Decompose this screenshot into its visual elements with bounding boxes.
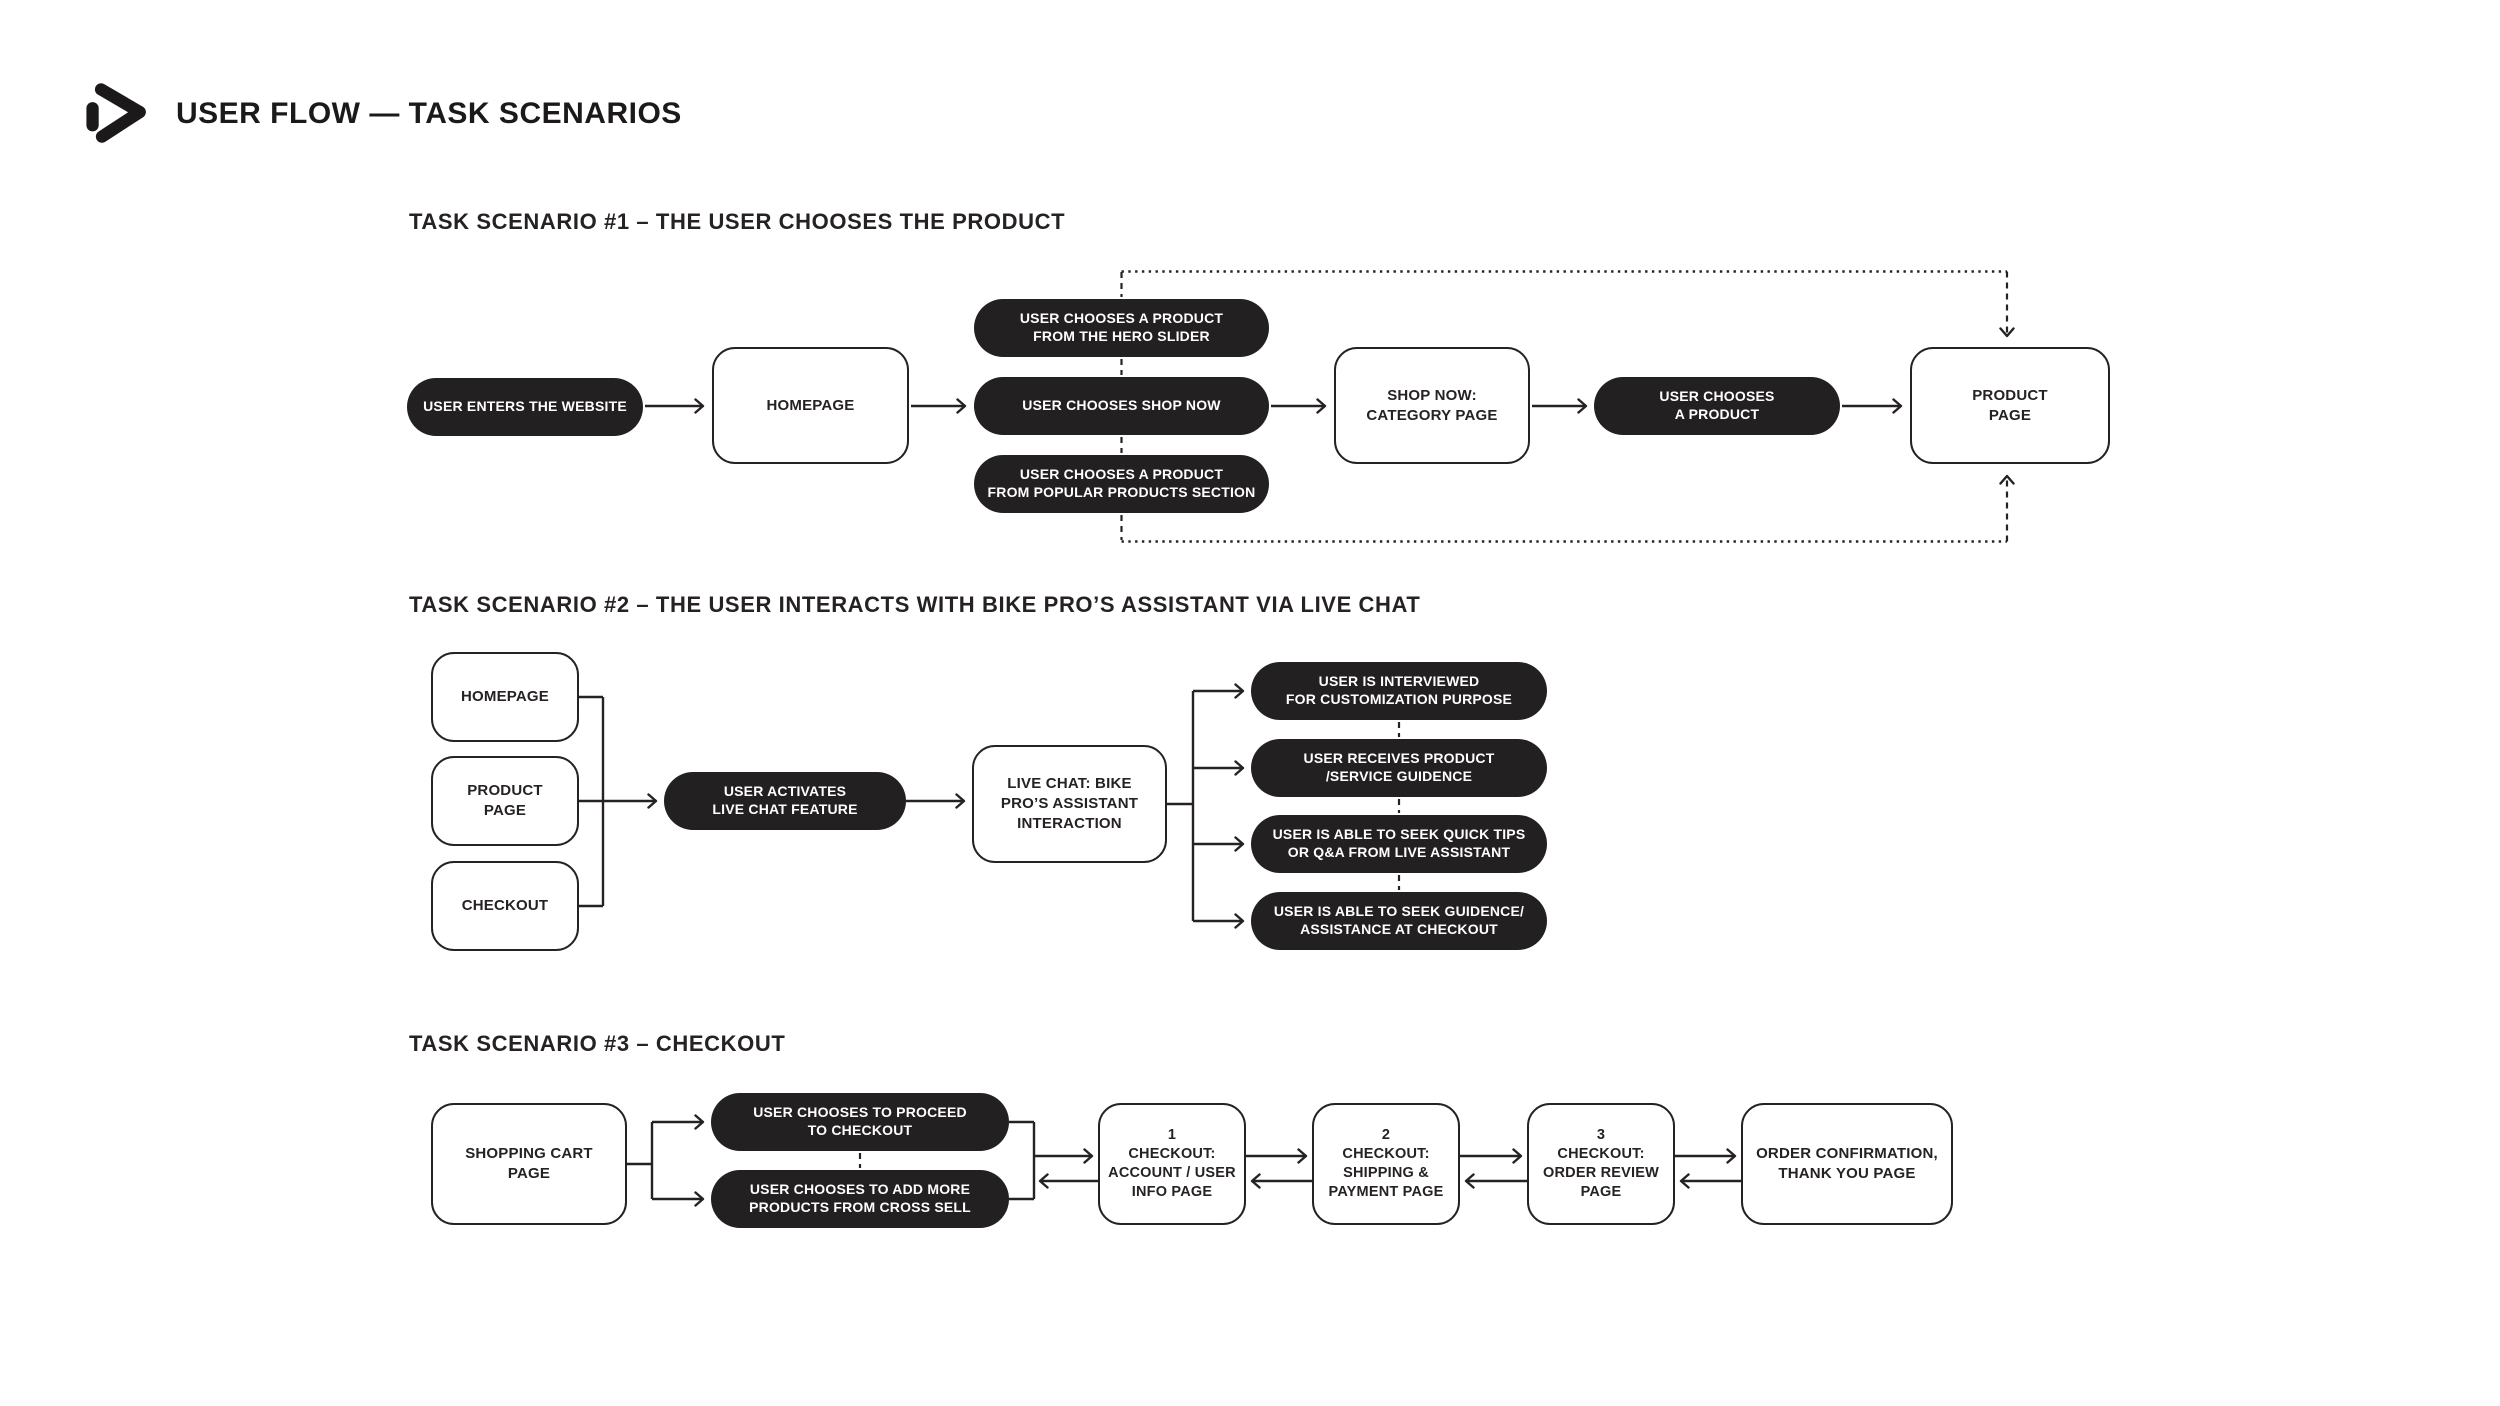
node-product-page-s2: PRODUCT PAGE bbox=[431, 756, 579, 846]
node-homepage-s2: HOMEPAGE bbox=[431, 652, 579, 742]
node-checkout-step3: 3 CHECKOUT: ORDER REVIEW PAGE bbox=[1527, 1103, 1675, 1225]
scenario3-heading: TASK SCENARIO #3 – CHECKOUT bbox=[409, 1031, 786, 1056]
node-checkout-s2: CHECKOUT bbox=[431, 861, 579, 951]
node-shopping-cart-page: SHOPPING CART PAGE bbox=[431, 1103, 627, 1225]
node-user-chooses-product: USER CHOOSES A PRODUCT bbox=[1594, 377, 1840, 435]
play-arrow-icon bbox=[86, 83, 146, 143]
node-order-confirmation: ORDER CONFIRMATION, THANK YOU PAGE bbox=[1741, 1103, 1953, 1225]
node-user-receives-guidance: USER RECEIVES PRODUCT /SERVICE GUIDENCE bbox=[1251, 739, 1547, 797]
node-category-page: SHOP NOW: CATEGORY PAGE bbox=[1334, 347, 1530, 464]
node-checkout-step1: 1 CHECKOUT: ACCOUNT / USER INFO PAGE bbox=[1098, 1103, 1246, 1225]
node-proceed-to-checkout: USER CHOOSES TO PROCEED TO CHECKOUT bbox=[711, 1093, 1009, 1151]
scenario2-heading: TASK SCENARIO #2 – THE USER INTERACTS WI… bbox=[409, 592, 1421, 617]
node-choose-shop-now: USER CHOOSES SHOP NOW bbox=[974, 377, 1269, 435]
node-live-chat-interaction: LIVE CHAT: BIKE PRO’S ASSISTANT INTERACT… bbox=[972, 745, 1167, 863]
scenario1-heading: TASK SCENARIO #1 – THE USER CHOOSES THE … bbox=[409, 209, 1066, 234]
node-activate-live-chat: USER ACTIVATES LIVE CHAT FEATURE bbox=[664, 772, 906, 830]
node-user-interviewed: USER IS INTERVIEWED FOR CUSTOMIZATION PU… bbox=[1251, 662, 1547, 720]
node-homepage-s1: HOMEPAGE bbox=[712, 347, 909, 464]
node-choose-hero-slider: USER CHOOSES A PRODUCT FROM THE HERO SLI… bbox=[974, 299, 1269, 357]
page-title: USER FLOW — TASK SCENARIOS bbox=[176, 97, 682, 130]
node-choose-popular-products: USER CHOOSES A PRODUCT FROM POPULAR PROD… bbox=[974, 455, 1269, 513]
node-product-page-s1: PRODUCT PAGE bbox=[1910, 347, 2110, 464]
node-user-guidance-checkout: USER IS ABLE TO SEEK GUIDENCE/ ASSISTANC… bbox=[1251, 892, 1547, 950]
node-user-enters-website: USER ENTERS THE WEBSITE bbox=[407, 378, 643, 436]
node-user-quick-tips: USER IS ABLE TO SEEK QUICK TIPS OR Q&A F… bbox=[1251, 815, 1547, 873]
node-checkout-step2: 2 CHECKOUT: SHIPPING & PAYMENT PAGE bbox=[1312, 1103, 1460, 1225]
node-add-cross-sell: USER CHOOSES TO ADD MORE PRODUCTS FROM C… bbox=[711, 1170, 1009, 1228]
